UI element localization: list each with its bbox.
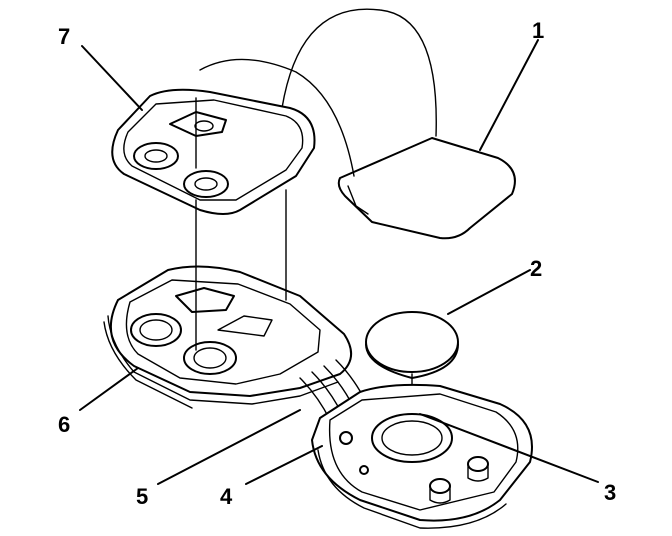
part-3-4-circuit-base bbox=[311, 383, 533, 529]
callout-1: 1 bbox=[532, 18, 544, 43]
callout-2: 2 bbox=[530, 256, 542, 281]
part-2-battery bbox=[365, 311, 459, 411]
callout-4: 4 bbox=[220, 484, 233, 509]
callout-5: 5 bbox=[136, 484, 148, 509]
callout-7: 7 bbox=[58, 24, 70, 49]
part-7-keypad bbox=[111, 88, 316, 215]
callout-6: 6 bbox=[58, 412, 70, 437]
part-6-housing bbox=[103, 189, 352, 409]
part-1-cover-pad bbox=[199, 8, 516, 240]
leader-lines bbox=[79, 39, 599, 485]
callout-3: 3 bbox=[604, 480, 616, 505]
